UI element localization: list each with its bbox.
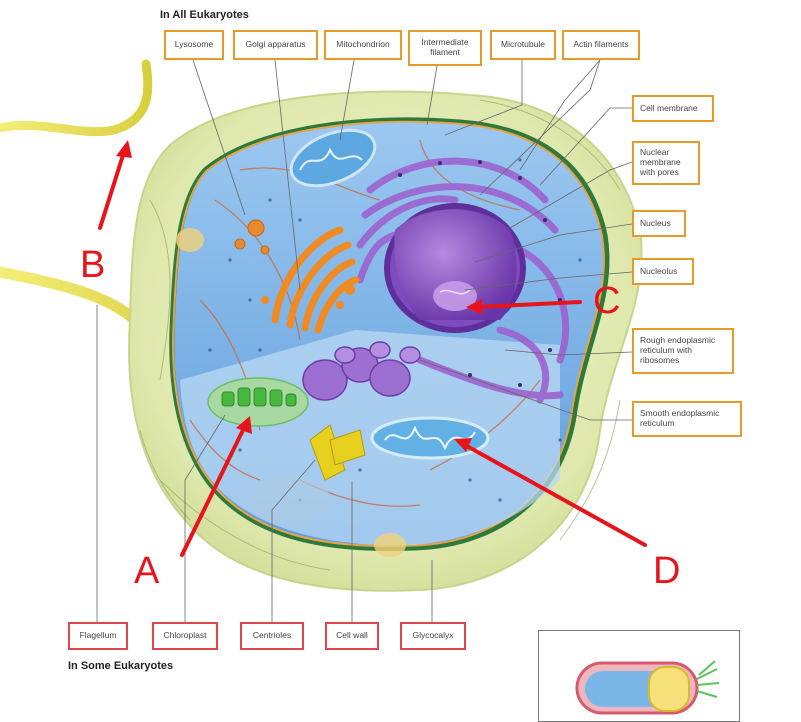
mitochondrion-bottom: [370, 416, 490, 460]
label-nuclear-membrane: Nuclear membrane with pores: [632, 141, 700, 185]
label-nucleus: Nucleus: [632, 210, 686, 237]
label-microtubule: Microtubule: [490, 30, 556, 60]
label-actin-filaments: Actin filaments: [562, 30, 640, 60]
cell-illustration: [0, 59, 647, 622]
nucleus: [384, 203, 526, 333]
label-mitochondrion: Mitochondrion: [324, 30, 402, 60]
label-smooth-er: Smooth endoplasmic reticulum: [632, 401, 742, 437]
label-flagellum: Flagellum: [68, 622, 128, 650]
marker-d: D: [653, 550, 681, 592]
mitochondrion-top: [289, 128, 377, 188]
flagellum-top: [0, 59, 153, 137]
bottom-leader-lines: [96, 305, 433, 622]
marker-b: B: [80, 244, 106, 286]
chloroplast: [207, 377, 309, 427]
centrioles: [309, 424, 366, 481]
label-cell-wall: Cell wall: [325, 622, 379, 650]
marker-a: A: [134, 550, 160, 592]
lysosomes: [234, 219, 270, 255]
inset-cell-illustration: [575, 660, 720, 715]
top-leader-lines: [192, 59, 601, 291]
label-lysosome: Lysosome: [164, 30, 224, 60]
nucleolus: [433, 281, 477, 311]
label-intermediate-filament: Intermediate filament: [408, 30, 482, 66]
smooth-er: [302, 341, 421, 401]
label-rough-er: Rough endoplasmic reticulum with ribosom…: [632, 328, 734, 374]
label-chloroplast: Chloroplast: [152, 622, 218, 650]
inset-panel: [538, 630, 740, 722]
label-glycocalyx: Glycocalyx: [400, 622, 466, 650]
heading-all-eukaryotes: In All Eukaryotes: [160, 9, 249, 21]
golgi-apparatus: [271, 226, 360, 334]
cell-diagram: In All Eukaryotes In Some Eukaryotes Lys…: [0, 9, 742, 722]
side-leader-lines: [419, 107, 633, 421]
label-golgi-apparatus: Golgi apparatus: [233, 30, 318, 60]
heading-some-eukaryotes: In Some Eukaryotes: [68, 660, 174, 672]
label-centrioles: Centrioles: [240, 622, 304, 650]
label-cell-membrane: Cell membrane: [632, 95, 714, 122]
rough-er: [356, 157, 570, 404]
marker-c: C: [593, 280, 621, 322]
marker-arrows: [98, 140, 647, 557]
label-nucleolus: Nucleolus: [632, 258, 694, 285]
